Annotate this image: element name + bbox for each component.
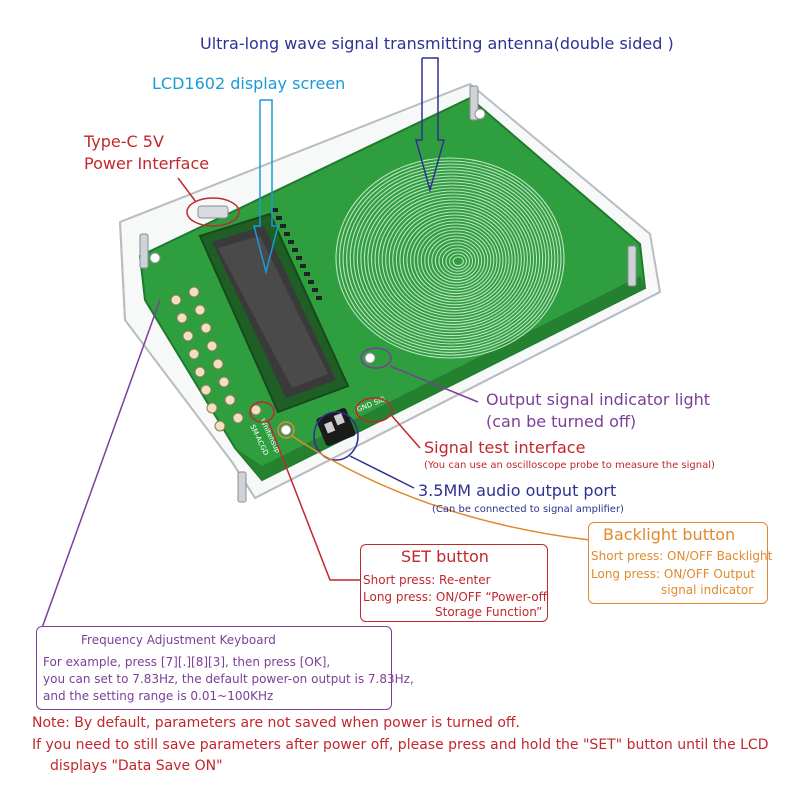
lcd-header-pins [272, 208, 322, 300]
usb-highlight [186, 197, 240, 227]
antenna-coil-turn [399, 211, 510, 309]
keypad [170, 286, 262, 432]
antenna-coil-turn [417, 226, 495, 295]
antenna-coil-turn [445, 250, 470, 272]
antenna-coil-turn [356, 175, 547, 342]
indicator-label-line1: Output signal indicator light [486, 390, 711, 409]
backlight-callout: Backlight button Short press: ON/OFF Bac… [588, 522, 772, 604]
antenna-coil-turn [370, 187, 535, 331]
standoff-screws [139, 85, 637, 503]
antenna-coil-turn [360, 178, 544, 339]
antenna-coil-turn [452, 256, 464, 267]
note-line1: Note: By default, parameters are not sav… [32, 715, 521, 731]
antenna-coil-turn [385, 199, 522, 320]
antenna-coil-turn [424, 232, 489, 289]
antenna-coil-turn [349, 169, 553, 348]
antenna-coil-turn [338, 160, 562, 356]
note-line3: displays "Data Save ON" [50, 758, 223, 774]
antenna-coil-turn [431, 238, 483, 283]
antenna-coil-turn [388, 202, 519, 317]
antenna-coil-turn [395, 208, 513, 311]
set-button-line3: Storage Function” [435, 605, 543, 619]
antenna-coil-turn [427, 235, 486, 286]
antenna-coil-turn [367, 184, 538, 334]
antenna-coil-turn [413, 223, 498, 297]
set-button-line1: Short press: Re-enter [363, 573, 491, 587]
indicator-label-line2: (can be turned off) [486, 412, 637, 431]
usb-c-connector [197, 205, 229, 219]
set-button-line2: Long press: ON/OFF “Power-off [363, 590, 547, 604]
lcd-arrow [253, 99, 279, 275]
lcd-label: LCD1602 display screen [152, 74, 346, 93]
keyboard-line2: you can set to 7.83Hz, the default power… [43, 672, 414, 686]
audio-jack [316, 408, 356, 446]
signal-test-label: Signal test interface [424, 438, 586, 457]
antenna-coil-turn [449, 253, 467, 269]
keyboard-callout: Frequency Adjustment Keyboard For exampl… [36, 626, 414, 710]
antenna-coil-turn [420, 229, 492, 292]
antenna-coil-turn [441, 247, 474, 275]
antenna-coil-turn [374, 190, 531, 328]
antenna-coil-turn [335, 157, 565, 359]
antenna-coil-turn [363, 181, 541, 337]
antenna-coil-turn [434, 241, 480, 281]
antenna-coil-turn [402, 214, 507, 306]
keyboard-line3: and the setting range is 0.01~100KHz [43, 689, 274, 703]
backlight-line2: Long press: ON/OFF Output [591, 567, 756, 581]
antenna-arrow [415, 57, 445, 193]
antenna-coil-turn [342, 163, 559, 353]
keyboard-title: Frequency Adjustment Keyboard [81, 633, 276, 647]
backlight-line1: Short press: ON/OFF Backlight [591, 549, 773, 563]
backlight-line3: signal indicator [661, 583, 754, 597]
set-button-title: SET button [401, 547, 489, 566]
set-button-callout: SET button Short press: Re-enter Long pr… [360, 544, 548, 622]
antenna-label: Ultra-long wave signal transmitting ante… [200, 34, 674, 53]
keyboard-line1: For example, press [7][.][8][3], then pr… [43, 655, 331, 669]
antenna-coil-turn [378, 193, 528, 325]
antenna-coil-turn [406, 217, 504, 303]
antenna-coil-turn [381, 196, 525, 323]
signal-test-highlight [355, 397, 393, 423]
antenna-coil-turn [353, 172, 550, 345]
antenna-coil [335, 157, 565, 359]
antenna-coil-turn [346, 166, 556, 351]
power-label-line1: Type-C 5V [84, 132, 164, 151]
antenna-coil-turn [409, 220, 501, 300]
signal-test-sublabel: (You can use an oscilloscope probe to me… [424, 460, 715, 471]
audio-sublabel: (Can be connected to signal amplifier) [432, 504, 624, 515]
set-highlight [249, 401, 275, 423]
audio-highlight [313, 411, 359, 461]
audio-label: 3.5MM audio output port [418, 481, 617, 500]
indicator-highlight [360, 347, 392, 369]
antenna-coil-turn [438, 244, 477, 278]
power-label-line2: Power Interface [84, 154, 210, 173]
note-line2: If you need to still save parameters aft… [32, 737, 769, 753]
lcd-module [198, 208, 350, 414]
backlight-highlight [277, 421, 295, 439]
antenna-coil-turn [392, 205, 516, 314]
backlight-title: Backlight button [603, 525, 736, 544]
